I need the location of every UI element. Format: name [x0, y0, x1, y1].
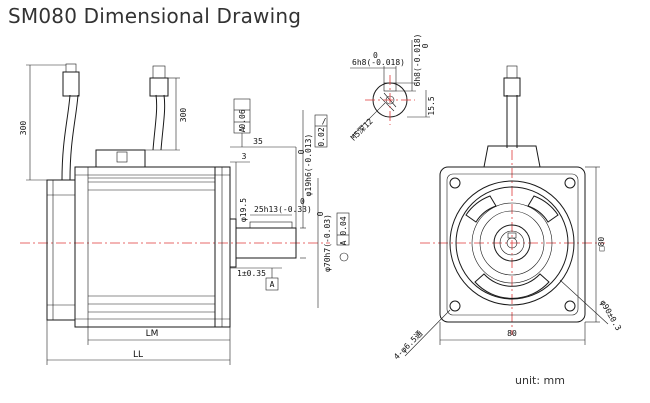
runout-a-ref: A: [238, 127, 247, 132]
flange: [214, 166, 231, 328]
key: [249, 221, 293, 229]
key-height: 6h8(-0.018): [413, 34, 422, 87]
pcd-90: φ90±0.3: [598, 299, 623, 333]
side-view: 300 300 LM LL 35 3 0.06 A φ19h6(-0.013) …: [19, 63, 350, 365]
unit-label: unit: mm: [515, 374, 565, 387]
shaft-dia: φ19h6(-0.013): [304, 134, 313, 197]
dim-3: 3: [242, 152, 247, 161]
cable-length-a: 300: [19, 121, 28, 136]
shaft-dia-tol: 0: [297, 149, 306, 154]
dim-ll: LL: [133, 350, 143, 360]
connector-box: [95, 149, 146, 167]
pilot-dia-tol: 0: [316, 211, 325, 216]
dim-35: 35: [253, 137, 263, 146]
thread-callout: M5深12: [349, 117, 375, 143]
key-length-tol: 0: [300, 197, 305, 206]
runout-a-value: 0.06: [238, 109, 247, 128]
key-width: 6h8(-0.018): [352, 58, 405, 67]
page-title: SM080 Dimensional Drawing: [8, 4, 302, 28]
mount-hole-br: [564, 300, 576, 312]
cable-length-b: 300: [179, 108, 188, 123]
mount-hole-tr: [564, 177, 576, 189]
mount-hole-tl: [449, 177, 461, 189]
datum-box: [265, 277, 279, 291]
dim-15-5: 15.5: [427, 96, 436, 115]
motor-body: [74, 166, 231, 328]
key-width-tol: 0: [373, 51, 378, 60]
flatness-box: [314, 114, 328, 148]
holes-callout: 4-φ6.5通: [391, 328, 424, 361]
dim-1-pm-035: 1±0.35: [237, 269, 266, 278]
key-height-tol: 0: [421, 43, 430, 48]
key-length: 25h13(-0.33): [254, 205, 312, 214]
square-80: □80: [597, 237, 606, 252]
flat-002: 0.02: [317, 127, 326, 146]
datum-a: A: [270, 280, 275, 289]
concentric-symbol: [339, 252, 349, 262]
svg-text:/: /: [322, 117, 327, 126]
rear-cover: [46, 179, 76, 321]
perp-box: [336, 212, 350, 246]
mount-hole-bl: [449, 300, 461, 312]
perp-ref: A: [339, 240, 348, 245]
front-flange-square: [439, 166, 586, 323]
width-80: 80: [507, 329, 517, 338]
front-connector: [483, 145, 541, 168]
shaft-section: 6h8(-0.018) 0 6h8(-0.018) 0 15.5 M5深12: [349, 34, 436, 143]
dim-lm: LM: [146, 329, 159, 339]
pilot-dia: φ70h7(-0.03): [323, 214, 332, 272]
dia-19-5: φ19.5: [239, 198, 248, 222]
perp-004: 0.04: [339, 216, 348, 235]
